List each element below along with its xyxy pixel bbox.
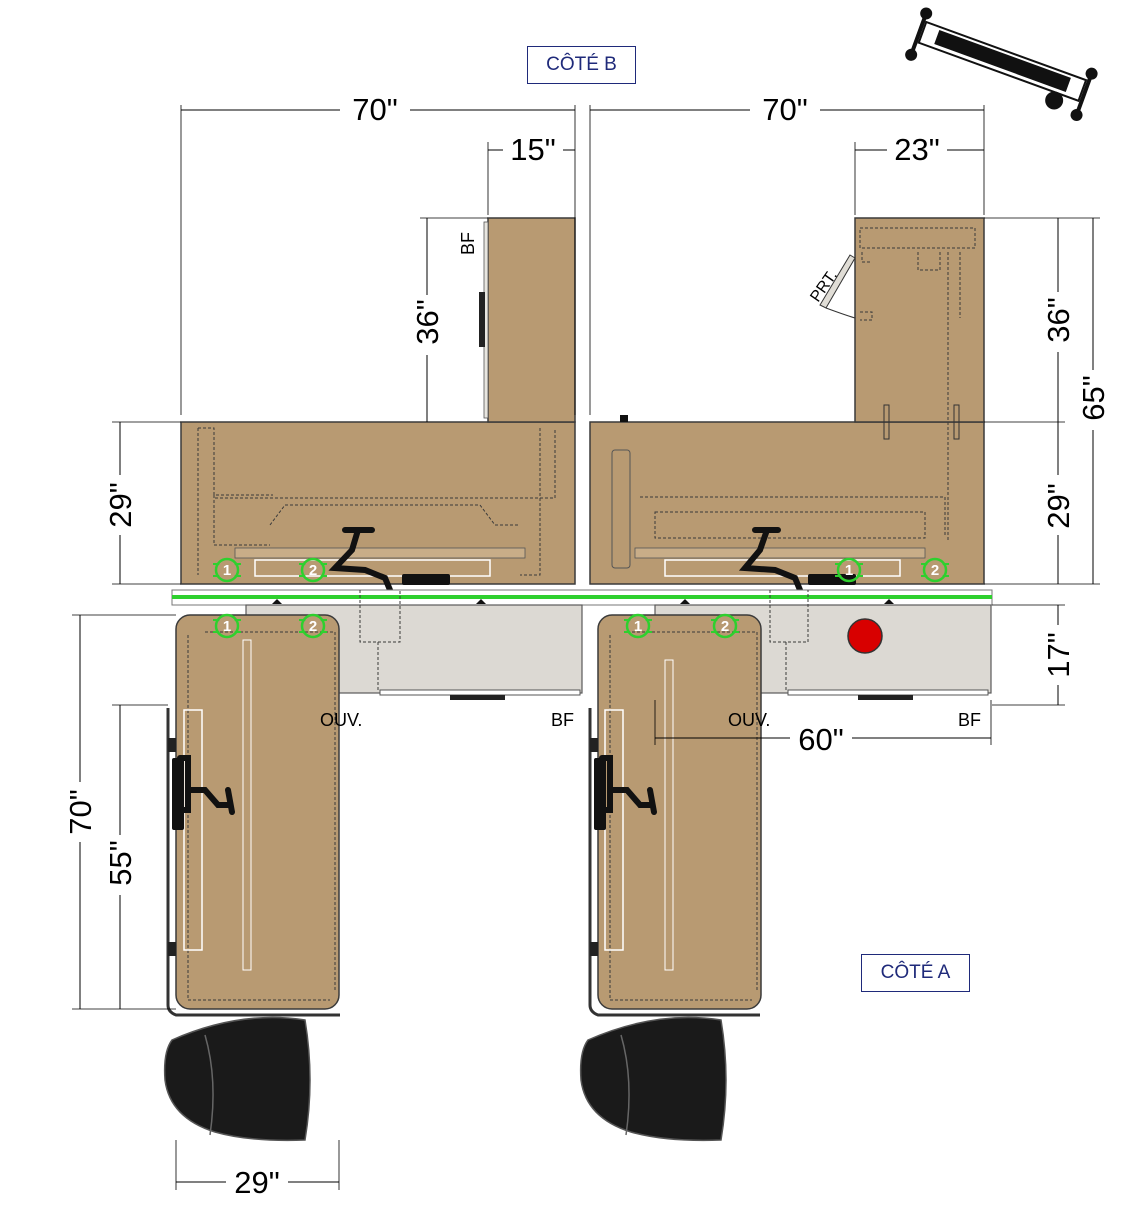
connector-marker-1: 1 — [213, 557, 241, 583]
dim-return-inner: 55" — [103, 840, 138, 886]
marker-number: 2 — [931, 562, 939, 579]
marker-number: 2 — [721, 618, 729, 635]
marker-number: 2 — [309, 618, 317, 635]
dim-top-right-width: 70" — [762, 92, 808, 127]
dim-right-tower-depth: 36" — [1041, 297, 1076, 343]
dim-right-desk-depth: 29" — [1041, 483, 1076, 529]
storage-tower — [487, 217, 576, 423]
compass-chair-icon — [905, 7, 1098, 122]
connector-marker-1: 1 — [624, 613, 652, 639]
connector-marker-2: 2 — [299, 613, 327, 639]
connector-marker-2: 2 — [921, 557, 949, 583]
side-b-label: CÔTÉ B — [527, 46, 636, 84]
desk-lamp-icon — [738, 527, 803, 593]
dim-storage-depth: 17" — [1041, 632, 1076, 678]
connector-marker-2: 2 — [299, 557, 327, 583]
dim-return-length: 70" — [63, 789, 98, 835]
bf-label-right: BF — [958, 710, 981, 730]
marker-number: 1 — [845, 562, 853, 579]
dim-storage-width: 60" — [798, 722, 844, 757]
workstation-b-left — [180, 217, 576, 593]
workstation-a-right — [588, 614, 762, 1017]
connector-marker-2: 2 — [711, 613, 739, 639]
dim-top-left-width: 70" — [352, 92, 398, 127]
office-chair-icon — [163, 1016, 311, 1142]
dim-right-tower-width: 23" — [894, 132, 940, 167]
ouv-label-right: OUV. — [728, 710, 770, 730]
alarm-button-icon — [847, 618, 883, 654]
workstation-a-left — [166, 614, 340, 1017]
marker-number: 1 — [223, 562, 231, 579]
bf-label-tower: BF — [458, 232, 478, 255]
ouv-label-left: OUV. — [320, 710, 362, 730]
side-a-label: CÔTÉ A — [861, 954, 970, 992]
dim-overall-depth: 65" — [1076, 375, 1111, 421]
office-chair-icon — [579, 1016, 727, 1142]
desk-lamp-icon — [328, 527, 393, 593]
storage-tower — [854, 217, 985, 423]
connector-marker-1: 1 — [213, 613, 241, 639]
dim-left-desk-depth: 29" — [103, 482, 138, 528]
workstation-b-right — [589, 217, 985, 593]
dim-return-width: 29" — [234, 1165, 280, 1200]
connector-marker-1: 1 — [835, 557, 863, 583]
marker-number: 1 — [223, 618, 231, 635]
markers: 1 2 1 2 1 2 1 2 — [213, 557, 949, 639]
dim-left-tower-width: 15" — [510, 132, 556, 167]
marker-number: 1 — [634, 618, 642, 635]
marker-number: 2 — [309, 562, 317, 579]
dim-left-tower-depth: 36" — [410, 299, 445, 345]
bf-label-left: BF — [551, 710, 574, 730]
